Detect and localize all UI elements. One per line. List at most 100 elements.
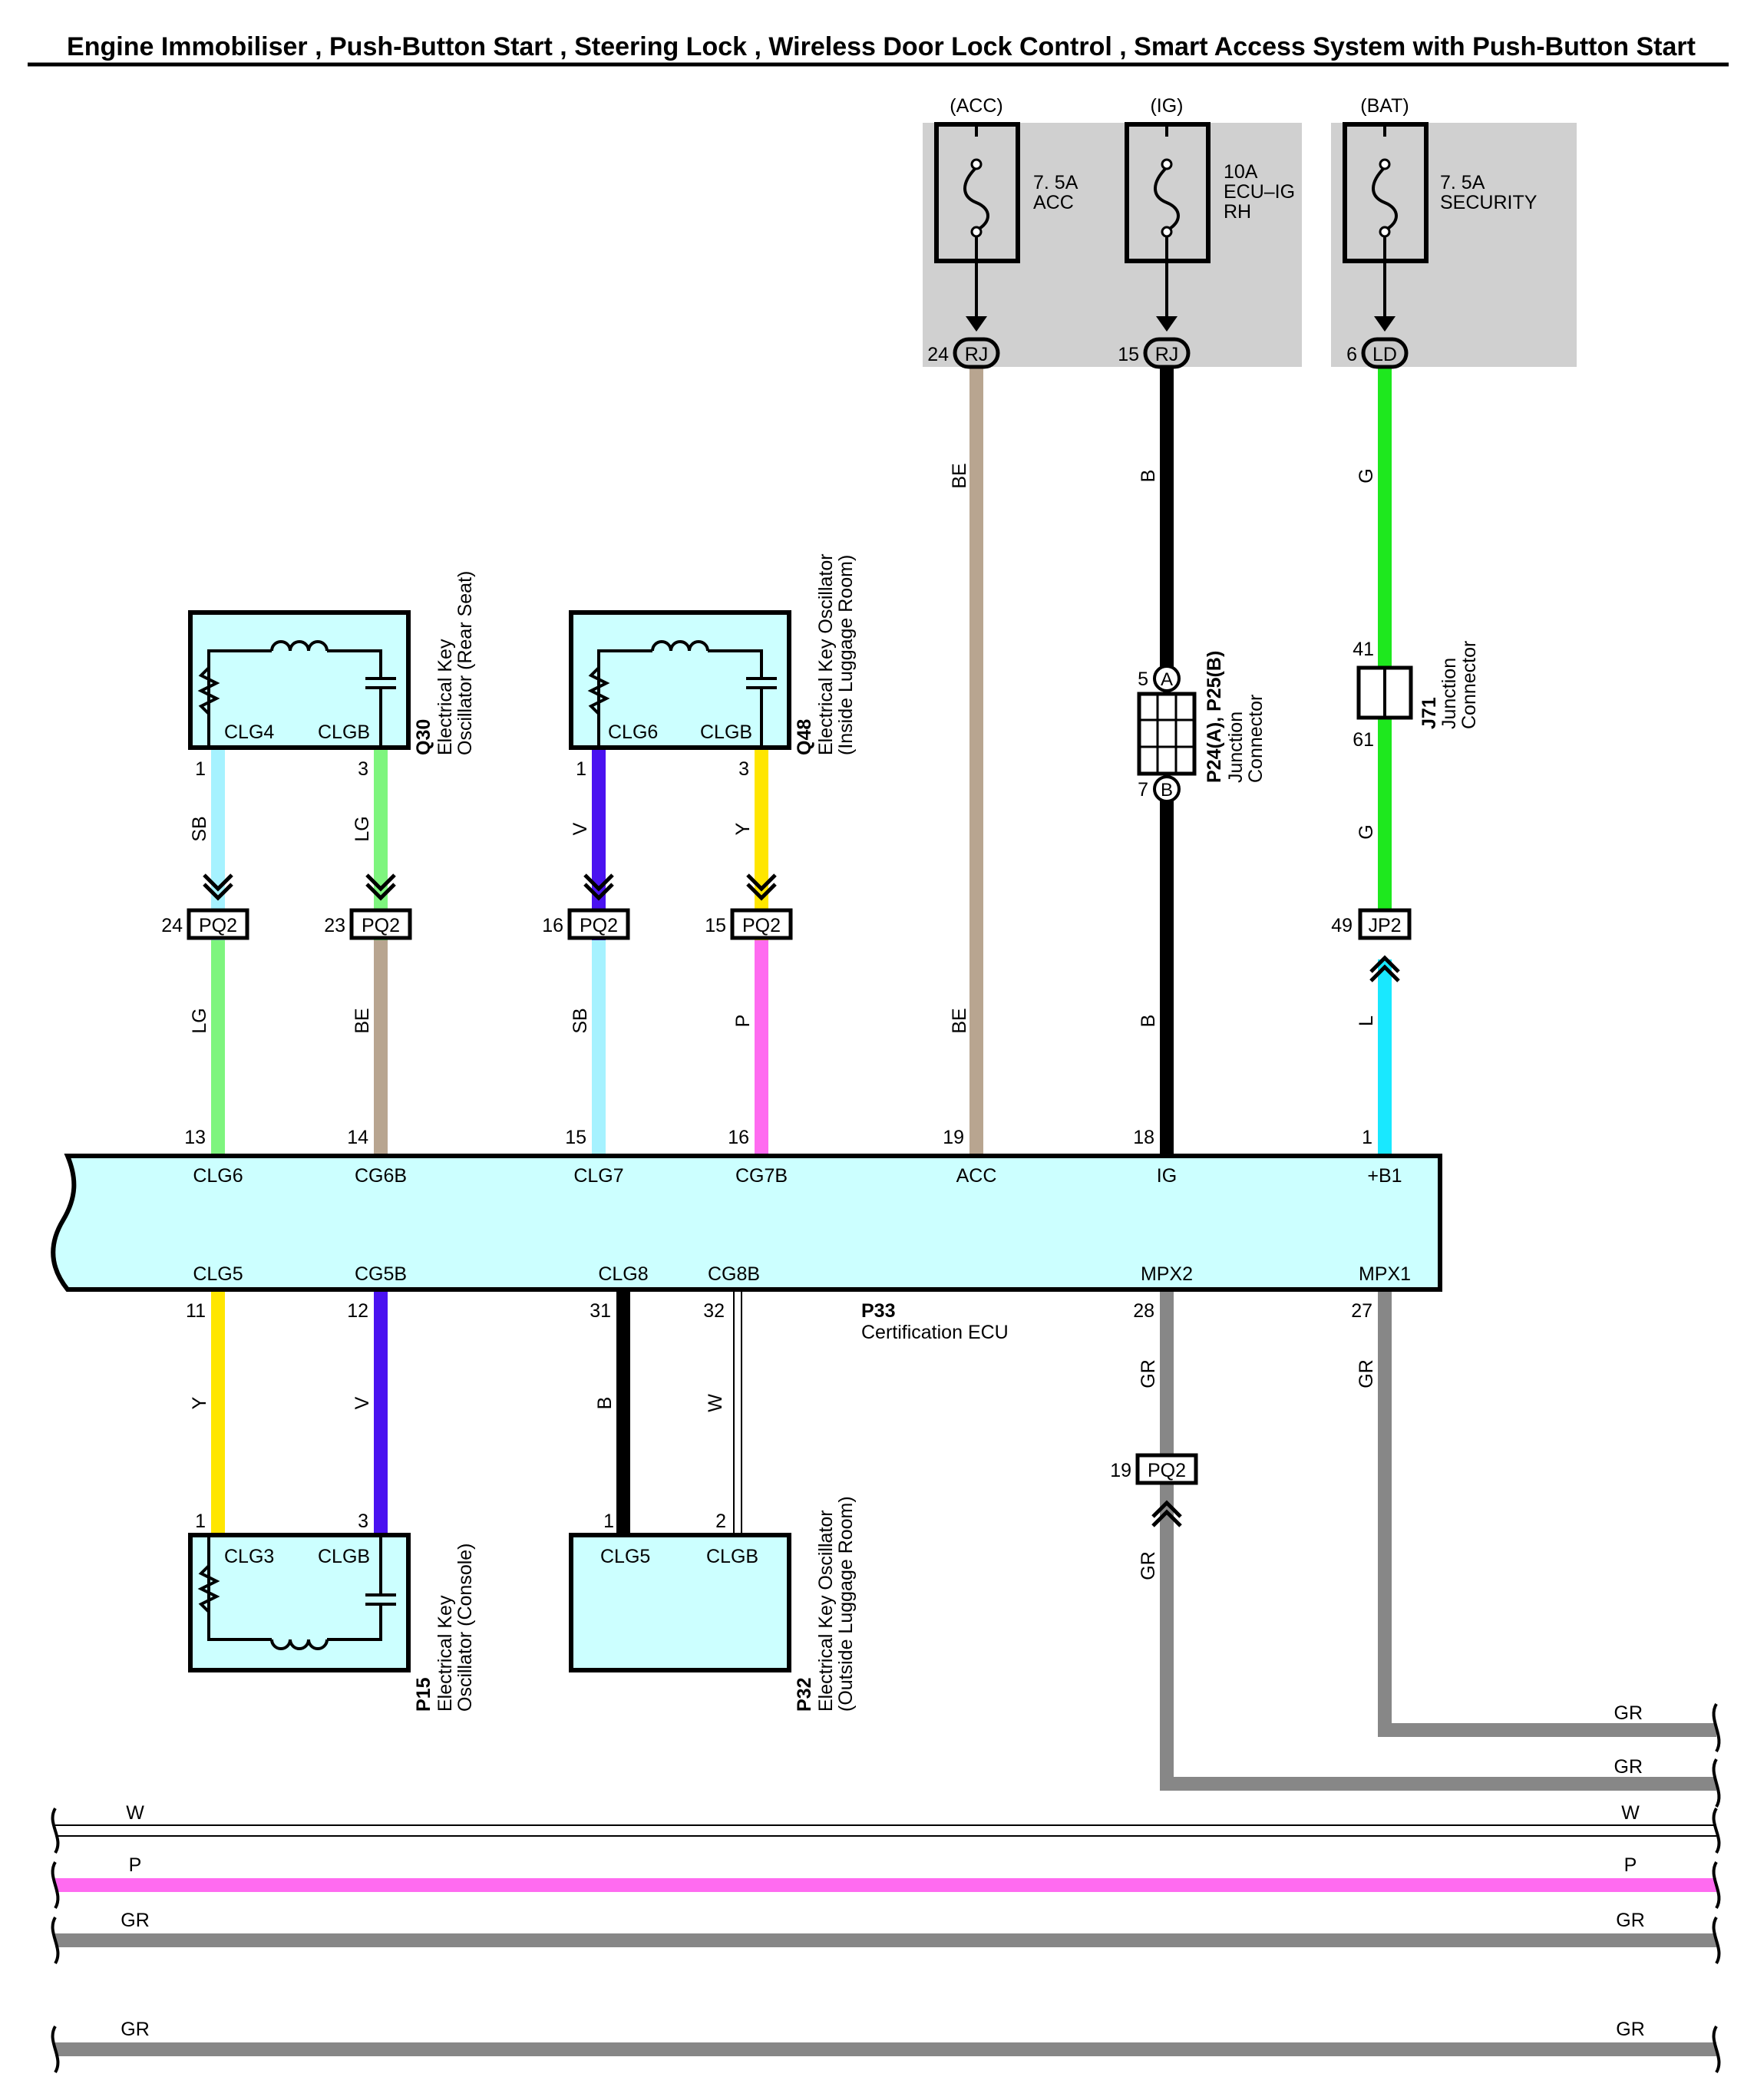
terminal-label: CLGB <box>318 721 370 743</box>
pin-number: 23 <box>324 915 345 936</box>
component-name: Certification ECU <box>861 1322 1009 1343</box>
connector-pq2-label: PQ2 <box>742 915 781 936</box>
wire-label: L <box>1356 1015 1377 1026</box>
wire-label: Y <box>189 1396 210 1409</box>
terminal-label: CLGB <box>700 721 752 743</box>
connector-jp2-pin: 49 <box>1331 915 1353 936</box>
terminal-label: CLGB <box>318 1546 370 1567</box>
fuse-acc: (ACC) 7. 5A ACC RJ 24 <box>927 95 1078 369</box>
wire-mpx1 <box>1378 1289 1716 1737</box>
connector-pq2-label: PQ2 <box>362 915 400 936</box>
pin-number: 27 <box>1351 1300 1372 1322</box>
wire-cg8b <box>733 1289 742 1535</box>
coil-icon <box>651 640 709 652</box>
junction-j71-pin-top: 41 <box>1353 639 1374 660</box>
connector-acc <box>953 337 1000 369</box>
fuse-bat-name: SECURITY <box>1440 192 1538 213</box>
fuse-bat-source: (BAT) <box>1360 95 1409 117</box>
ecu-terminal: ACC <box>956 1165 997 1187</box>
bus-label: W <box>1621 1802 1640 1824</box>
pin-number: 3 <box>358 1511 368 1532</box>
break-mark-icon <box>51 1861 60 1910</box>
ecu-terminal: CLG7 <box>573 1165 623 1187</box>
diagram-title: Engine Immobiliser , Push-Button Start ,… <box>67 32 1696 61</box>
wire-label: GR <box>1138 1551 1159 1580</box>
ecu-p33: CLG6 CG6B CLG7 CG7B ACC IG +B1 CLG5 CG5B… <box>51 1154 1442 1343</box>
wire-label: BE <box>949 1008 970 1033</box>
wire-label: G <box>1356 824 1377 839</box>
pin-number: 1 <box>1362 1127 1372 1148</box>
fuse-icon <box>1372 166 1398 232</box>
pin-number: 28 <box>1133 1300 1154 1322</box>
wire-label: BE <box>352 1008 373 1033</box>
wire-label: GR <box>1138 1359 1159 1388</box>
ecu-terminal: CLG5 <box>193 1263 243 1285</box>
wire-label: B <box>1138 1015 1159 1028</box>
pin-number: 24 <box>161 915 183 936</box>
pin-number: 18 <box>1133 1127 1154 1148</box>
ecu-terminal: CLG6 <box>193 1165 243 1187</box>
pin-number: 13 <box>184 1127 206 1148</box>
bus-label: GR <box>121 2019 150 2040</box>
component-name: Electrical Key <box>434 1595 456 1712</box>
resistor-icon <box>197 666 220 715</box>
fuse-acc-source: (ACC) <box>950 95 1002 117</box>
pin-number: 19 <box>1110 1460 1131 1481</box>
fuse-ig-source: (IG) <box>1150 95 1183 117</box>
junction-p25-pin: 7 <box>1138 779 1148 801</box>
connector-jp2-label: JP2 <box>1368 915 1401 936</box>
coil-icon <box>270 640 329 652</box>
pin-number: 11 <box>186 1300 206 1322</box>
oscillator-p32: CLG5 CLGB 1 2 P32 Electrical Key Oscilla… <box>569 1496 857 1712</box>
resistor-icon <box>587 666 610 715</box>
connector-ig-pin: 15 <box>1118 344 1139 365</box>
fuse-ig-rating: 10A <box>1224 161 1258 183</box>
fuse-ig-name-2: RH <box>1224 201 1251 223</box>
junction-j71-code: J71 <box>1419 697 1440 729</box>
wire-label: SB <box>189 816 210 841</box>
bus-label: GR <box>121 1910 150 1931</box>
pin-number: 16 <box>728 1127 749 1148</box>
pin-number: 31 <box>590 1300 611 1322</box>
component-name: Electrical Key <box>434 639 456 755</box>
wire-label: P <box>732 1015 754 1028</box>
fuse-acc-rating: 7. 5A <box>1033 172 1078 193</box>
junction-p24-letter: A <box>1161 669 1173 690</box>
connector-pq2-label: PQ2 <box>199 915 237 936</box>
break-mark-icon <box>1712 1861 1721 1910</box>
junction-p24-code: P24(A), P25(B) <box>1204 651 1225 783</box>
connector-bat-pin: 6 <box>1346 344 1357 365</box>
pin-number: 1 <box>603 1511 614 1532</box>
fuse-box-bat <box>1331 123 1577 367</box>
bus-line-gr-1: GR GR <box>51 1910 1721 1965</box>
terminal-label: CLGB <box>706 1546 758 1567</box>
ecu-terminal: IG <box>1157 1165 1177 1187</box>
ecu-terminal: MPX1 <box>1359 1263 1411 1285</box>
wire-label: V <box>352 1396 373 1409</box>
bus-line-gr-2: GR GR <box>51 2019 1721 2074</box>
connector-acc-pin: 24 <box>927 344 949 365</box>
break-mark-icon <box>1712 1702 1721 1753</box>
pin-number: 3 <box>738 758 749 780</box>
oscillator-q30: CLG4 CLGB 1 3 Q30 Electrical Key Oscilla… <box>161 571 476 1155</box>
wire-label: GR <box>1614 1756 1643 1778</box>
bus-label: P <box>129 1854 142 1876</box>
fuse-icon <box>963 166 989 232</box>
pin-number: 1 <box>195 1511 206 1532</box>
oscillator-p15: CLG3 CLGB 1 3 P15 Electrical Key Oscilla… <box>188 1511 476 1712</box>
wire-label: SB <box>570 1008 591 1033</box>
break-mark-icon <box>1712 1916 1721 1965</box>
component-code: P33 <box>861 1300 895 1322</box>
junction-j71-name-1: Junction <box>1438 658 1460 729</box>
connector-jp2: JP2 49 <box>1331 908 1412 981</box>
junction-p24-name-1: Junction <box>1225 712 1247 783</box>
junction-j71-pin-bottom: 61 <box>1353 729 1374 751</box>
terminal-label: CLG6 <box>608 721 658 743</box>
component-name: (Inside Luggage Room) <box>835 555 857 755</box>
connector-pq2-label: PQ2 <box>580 915 618 936</box>
pin-number: 15 <box>705 915 726 936</box>
bus-line-w: W W <box>51 1802 1721 1854</box>
connector-ig <box>1143 337 1191 369</box>
ecu-terminal: CG7B <box>735 1165 788 1187</box>
